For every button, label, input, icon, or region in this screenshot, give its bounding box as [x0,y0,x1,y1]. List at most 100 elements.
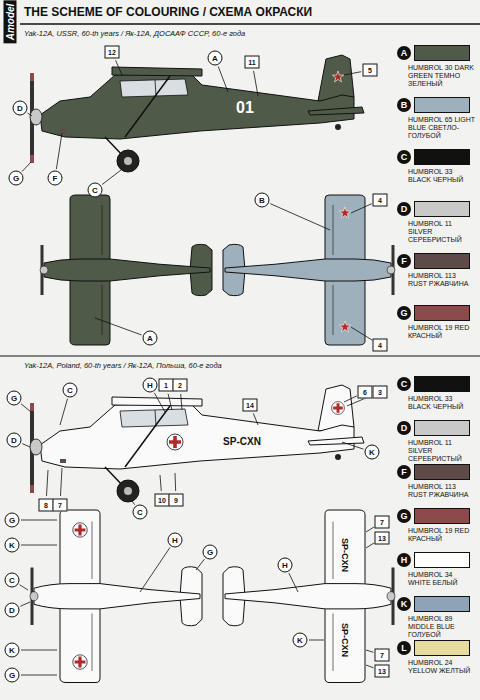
colour-swatch [414,253,470,269]
leader-line [22,162,31,171]
leader-line [20,585,28,590]
callout-number: 13 [375,665,390,678]
callout-number: 5 [363,64,378,77]
legend-letter: G [397,306,411,320]
leader-line [253,413,258,425]
legend-entry: HUMBROL 33 BLACK ЧЕРНЫЙ [408,149,476,184]
colour-callout: B [255,193,270,208]
leader-line [102,170,121,185]
legend-letter: D [397,202,411,216]
callout-number: 3 [373,386,388,399]
leader-line [270,204,330,230]
colour-callout: G [5,668,20,683]
legend-entry: HUMBROL 113 RUST РЖАВЧИНА [408,253,476,288]
colour-callout: A [208,51,223,66]
legend-text: HUMBROL 34 WHITE БЕЛЫЙ [408,571,476,587]
leader-line [344,396,357,402]
callout-number: 10 [155,494,170,507]
leader-line [366,543,374,548]
legend-entry: HUMBROL 11 SILVER СЕРЕБРИСТЫЙ [408,420,476,463]
legend-letter: L [397,641,411,655]
colour-swatch [414,376,470,392]
side-view [30,385,364,502]
colour-callout: C [5,573,20,588]
leader-line [168,394,172,410]
title-rule [20,23,480,25]
colour-swatch [414,552,470,568]
legend-letter: H [397,553,411,567]
legend-letter: A [397,46,411,60]
legend-entry: HUMBROL 65 LIGHT BLUE СВЕТЛО-ГОЛУБОЙ [408,97,476,140]
leader-line [95,318,142,335]
scheme-caption: Yak-12A, USSR, 60-th years / Як-12А, ДОС… [24,29,245,38]
bottom-view [223,510,395,683]
legend-entry: HUMBROL 113 RUST РЖАВЧИНА [408,464,476,499]
colour-callout: D [5,603,20,618]
colour-callout: G [9,171,24,186]
legend-letter: D [397,421,411,435]
colour-callout: G [203,545,218,560]
title: THE SCHEME OF COLOURING / СХЕМА ОКРАСКИ [24,5,312,19]
legend-entry: HUMBROL 19 RED КРАСНЫЙ [408,508,476,543]
callout-number: 9 [169,494,184,507]
colour-swatch [414,149,470,165]
leader-line [56,133,62,169]
colour-callout: G [5,513,20,528]
leader-line [22,444,30,447]
leader-line [154,393,165,412]
legend-entry: HUMBROL 11 SILVER СЕРЕБРИСТЫЙ [408,201,476,244]
legend-entry: HUMBROL 89 MIDDLE BLUE ГОЛУБОЙ [408,596,476,639]
leader-line [366,665,374,668]
cross-insignia [73,655,87,669]
legend-text: HUMBROL 30 DARK GREEN ТЕМНО ЗЕЛЕНЫЙ [408,64,476,88]
leader-line [181,394,182,410]
colour-callout: H [168,533,183,548]
star-insignia [339,321,350,332]
leader-line [342,442,363,449]
callout-number: 4 [373,194,388,207]
legend-text: HUMBROL 11 SILVER СЕРЕБРИСТЫЙ [408,220,476,244]
leader-line [289,573,298,592]
legend-text: HUMBROL 113 RUST РЖАВЧИНА [408,483,476,499]
legend-text: HUMBROL 113 RUST РЖАВЧИНА [408,272,476,288]
colour-callout: G [7,391,22,406]
bottom-view [223,195,395,345]
leader-line [21,545,57,546]
colour-swatch [414,464,470,480]
top-view [30,510,202,683]
star-insignia [332,71,343,82]
callout-number: 14 [243,399,258,412]
callout-number: 2 [173,379,188,392]
legend-letter: F [397,465,411,479]
legend-letter: K [397,597,411,611]
scheme-caption: Yak-12A, Poland, 60-th years / Як-12А, П… [24,361,222,370]
colour-callout: D [13,101,28,116]
colour-swatch [414,596,470,612]
legend-entry: HUMBROL 24 YELLOW ЖЕЛТЫЙ [408,640,476,675]
colour-callout: C [88,183,103,198]
star-insignia [339,207,350,218]
legend-text: HUMBROL 19 RED КРАСНЫЙ [408,324,476,340]
side-view [30,55,364,172]
leader-line [218,66,228,92]
legend-entry: HUMBROL 34 WHITE БЕЛЫЙ [408,552,476,587]
callout-number: 8 [39,499,54,512]
leader-line [60,399,68,425]
brand-logo: Amodel [4,1,17,44]
leader-line [160,475,161,491]
leader-line [254,71,258,96]
leader-line [20,602,30,606]
legend-entry: HUMBROL 33 BLACK ЧЕРНЫЙ [408,376,476,411]
legend-text: HUMBROL 11 SILVER СЕРЕБРИСТЫЙ [408,439,476,463]
colour-swatch [414,201,470,217]
callout-number: 7 [375,649,390,662]
callout-number: 13 [375,532,390,545]
leader-line [47,470,48,496]
legend-letter: B [397,98,411,112]
leader-line [60,468,62,496]
colour-callout: K [5,643,20,658]
colour-callout: K [293,633,308,648]
colour-swatch [414,640,470,656]
colour-callout: F [48,171,63,186]
wing-marking: SP-CXN [340,623,350,657]
